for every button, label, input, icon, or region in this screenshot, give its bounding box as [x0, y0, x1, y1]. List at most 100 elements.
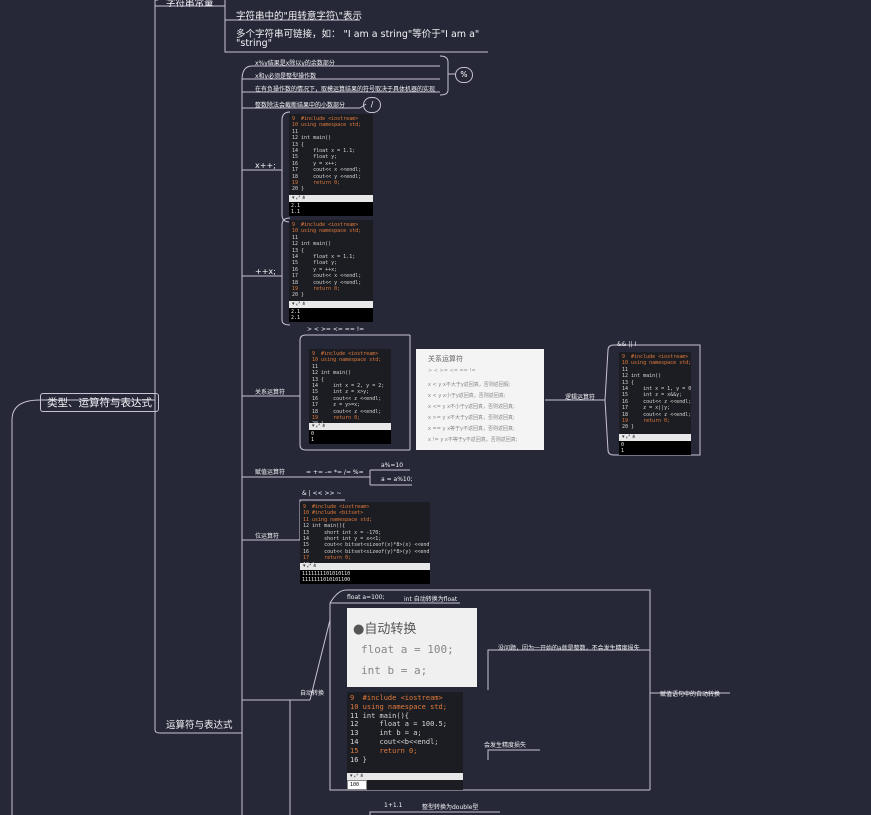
- auto-conv-slide-line1: float a = 100;: [361, 643, 454, 656]
- bitwise-code-screenshot: 9 #include <iostream>10 #include <bitset…: [300, 502, 430, 584]
- auto-conv-ok-note[interactable]: 没问题，因为一开始的a就是整数，不会发生精度损失: [498, 643, 640, 652]
- logical-label[interactable]: 逻辑运算符: [565, 392, 595, 401]
- code-line: 15 int z = x&&y;: [622, 392, 683, 399]
- auto-conv-float-example-text: float a=100;: [347, 594, 385, 601]
- assign-label[interactable]: 赋值运算符: [255, 467, 285, 476]
- code-line: 10 using namespace std;: [312, 357, 382, 364]
- auto-conv-slide-title: ●自动转换: [353, 622, 417, 637]
- div-note-text: 整数除法会截断结果中的小数部分: [255, 102, 346, 109]
- assign-example-2[interactable]: a = a%10;: [381, 476, 413, 483]
- relational-code-screenshot: 9 #include <iostream>10 using namespace …: [309, 349, 391, 444]
- bitwise-label[interactable]: 位运算符: [255, 531, 279, 540]
- relational-card-row: x != y x不等于y不返回真，否则返回真;: [428, 437, 518, 443]
- preinc-code: 9 #include <iostream>10 using namespace …: [289, 220, 373, 301]
- code-line: 20 }: [292, 186, 305, 193]
- code-line: 13 int b = a;: [350, 729, 422, 738]
- preinc-code-screenshot: 9 #include <iostream>10 using namespace …: [289, 220, 373, 322]
- code-line: 19 return 0;: [312, 415, 361, 422]
- logical-code: 9 #include <iostream>10 using namespace …: [619, 352, 691, 433]
- branch-constants[interactable]: 字符串常量: [166, 0, 214, 9]
- mod-note-integer-text: x和y必须是整型操作数: [255, 73, 317, 80]
- bitwise-ops-text: & | << >> ~: [302, 490, 342, 497]
- code-line: 13 short int x = -170;: [303, 529, 382, 536]
- postinc-label[interactable]: x++;: [255, 161, 276, 170]
- code-line: 18 cout<< z <<endl;: [622, 411, 691, 418]
- code-line: 17 cout<< x <<endl;: [292, 167, 362, 174]
- assign-example-1[interactable]: a%=10: [381, 462, 403, 469]
- div-pill-text: /: [370, 100, 374, 109]
- auto-conv-output: 100: [347, 780, 367, 790]
- relational-card-row: x < y x小于y返回真，否则返回真;: [428, 393, 506, 399]
- code-line: 19 return 0;: [622, 418, 671, 425]
- code-line: 15 cout<< bitset<sizeof(x)*8>(x) <<endl;: [303, 542, 430, 549]
- code-line: 10 #include <bitset>: [303, 510, 364, 517]
- postinc-code-screenshot: 9 #include <iostream>10 using namespace …: [289, 114, 373, 216]
- code-line: 18 cout<< z <<endl;: [312, 408, 382, 415]
- code-line: 11: [292, 234, 299, 241]
- string-concat-note[interactable]: 多个字符串可链接，如： "I am a string"等价于"I am a": [236, 26, 479, 40]
- relational-code: 9 #include <iostream>10 using namespace …: [309, 349, 391, 430]
- mod-note-sign[interactable]: 在有负操作数的情况下，取模运算结果的符号取决于具体机器的实现: [255, 84, 435, 93]
- branch-operators[interactable]: 运算符与表达式: [166, 717, 233, 731]
- relational-label[interactable]: 关系运算符: [255, 387, 285, 396]
- code-line: 15 float y;: [292, 154, 338, 161]
- code-line: 11 using namespace std;: [303, 516, 373, 523]
- logical-code-screenshot: 9 #include <iostream>10 using namespace …: [619, 352, 691, 455]
- auto-conv-loss-note[interactable]: 会发生精度损失: [484, 740, 526, 749]
- mod-note-remainder[interactable]: x%y结果是x除以y的余数部分: [255, 58, 335, 67]
- auto-conv-loss-note-text: 会发生精度损失: [484, 742, 527, 749]
- postinc-label-text: x++;: [255, 161, 276, 170]
- code-line: 9 #include <iostream>: [350, 694, 443, 702]
- auto-conv-code: 9 #include <iostream>10 using namespace …: [347, 692, 463, 766]
- mod-pill[interactable]: %: [455, 67, 473, 83]
- relational-label-text: 关系运算符: [255, 389, 286, 396]
- code-line: 20 }: [292, 292, 305, 299]
- code-line: 16 }: [350, 755, 367, 764]
- relational-card-row: x >= y x不大于y返回真，否则返回真;: [428, 415, 515, 421]
- code-line: 9 #include <iostream>: [292, 222, 359, 228]
- assign-ops: = += -= *= /= %=: [306, 469, 364, 476]
- code-line: 10 using namespace std;: [350, 702, 447, 711]
- code-line: 15 return 0;: [350, 746, 418, 755]
- div-note[interactable]: 整数除法会截断结果中的小数部分: [255, 100, 345, 109]
- string-escape-note[interactable]: 字符串中的"用转意字符\"表示: [236, 8, 362, 22]
- code-line: 16 cout<< bitset<sizeof(y)*8>(y) <<endl;: [303, 548, 430, 555]
- code-line: 20 }: [622, 424, 635, 431]
- branch-constants-label: 字符串常量: [166, 0, 214, 9]
- relational-reference-card: 关系运算符 > < >= <= == != x < y x不大于y返回真，否则返…: [416, 349, 544, 450]
- code-line: 9 #include <iostream>: [292, 116, 359, 122]
- mod-note-remainder-text: x%y结果是x除以y的余数部分: [255, 60, 335, 67]
- logical-label-text: 逻辑运算符: [565, 394, 596, 401]
- code-line: 10 using namespace std;: [292, 122, 362, 129]
- code-line: 13 {: [622, 379, 635, 386]
- code-line: 9 #include <iostream>: [622, 354, 689, 360]
- preinc-toolbar: ▾ ⤢ ⋔: [289, 301, 373, 308]
- mod-note-integer[interactable]: x和y必须是整型操作数: [255, 71, 316, 80]
- code-line: 11: [312, 363, 319, 370]
- code-line: 18 cout<< y <<endl;: [292, 173, 362, 180]
- root-node[interactable]: 类型、运算符与表达式: [40, 393, 159, 412]
- code-line: 17 cout<< x <<endl;: [292, 273, 362, 280]
- bitwise-ops: & | << >> ~: [302, 490, 341, 497]
- div-pill[interactable]: /: [363, 97, 381, 113]
- code-line: 19 return 0;: [292, 180, 341, 187]
- relational-card-row: x == y x等于y不返回真，否则返回真;: [428, 426, 515, 432]
- preinc-label-text: ++x;: [255, 267, 276, 276]
- code-line: 13 {: [292, 247, 305, 254]
- code-line: 12 int main(): [292, 241, 332, 248]
- auto-conv-float-example[interactable]: float a=100;: [347, 594, 385, 601]
- preinc-label[interactable]: ++x;: [255, 267, 276, 276]
- assign-ops-text: = += -= *= /= %=: [306, 469, 364, 476]
- auto-conv-assign-note[interactable]: 赋值语句中的自动转换: [660, 689, 720, 698]
- auto-conv-float-note[interactable]: int 自动转换为float: [404, 594, 457, 603]
- cast-expression[interactable]: 1+1.1: [384, 802, 402, 809]
- auto-conv-label[interactable]: 自动转换: [300, 688, 324, 697]
- code-line: 10 using namespace std;: [292, 228, 362, 235]
- cast-description[interactable]: 整型转换为double型: [422, 802, 478, 811]
- logical-ops: && || !: [617, 341, 637, 348]
- code-line: 14 float x = 1.1;: [292, 254, 356, 261]
- mod-note-sign-text: 在有负操作数的情况下，取模运算结果的符号取决于具体机器的实现: [255, 86, 436, 93]
- bitwise-toolbar: ▾ ⤢ ⋔: [300, 563, 430, 570]
- auto-conv-slide: ●自动转换 float a = 100; int b = a;: [347, 608, 477, 687]
